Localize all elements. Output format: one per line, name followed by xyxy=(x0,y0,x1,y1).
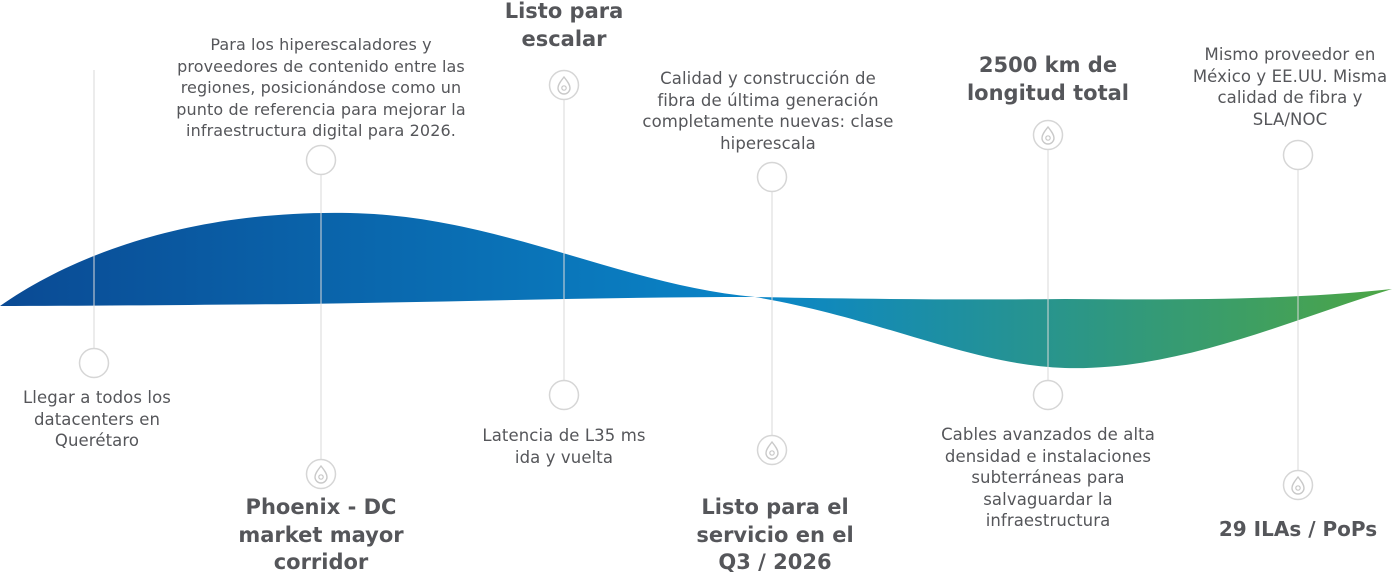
title-ready-scale: Listo para escalar xyxy=(504,0,624,51)
label-cables: Cables avanzados de alta densidad e inst… xyxy=(941,425,1155,530)
circle-markers xyxy=(78,139,1314,411)
guide-lines xyxy=(93,70,1299,470)
title-length: 2500 km de longitud total xyxy=(966,53,1129,105)
marker-circle-cables xyxy=(1032,379,1064,411)
marker-circle-latency xyxy=(548,379,580,411)
label-provider: Mismo proveedor en México y EE.UU. Misma… xyxy=(1192,45,1388,129)
drop-icon-phoenix xyxy=(305,458,337,490)
marker-circle-provider xyxy=(1282,139,1314,171)
label-latency: Latencia de L35 ms ida y vuelta xyxy=(482,426,646,467)
drop-icon-ready-scale xyxy=(548,69,580,101)
drop-icon-ready-service xyxy=(756,434,788,466)
timeline-wave xyxy=(0,212,1392,369)
title-ready-service: Listo para el servicio en el Q3 / 2026 xyxy=(696,495,854,574)
label-queretaro: Llegar a todos los datacenters en Querét… xyxy=(23,388,171,450)
drop-icon-length xyxy=(1032,119,1064,151)
label-hyperscalers: Para los hiperescaladores y proveedores … xyxy=(176,35,466,140)
marker-circle-quality xyxy=(756,161,788,193)
label-quality: Calidad y construcción de fibra de últim… xyxy=(642,69,894,153)
title-ilas: 29 ILAs / PoPs xyxy=(1218,517,1378,541)
marker-circle-queretaro xyxy=(78,347,110,379)
title-phoenix: Phoenix - DC market mayor corridor xyxy=(238,495,404,574)
drop-icon-ilas xyxy=(1282,469,1314,501)
marker-circle-hyperscalers xyxy=(305,144,337,176)
